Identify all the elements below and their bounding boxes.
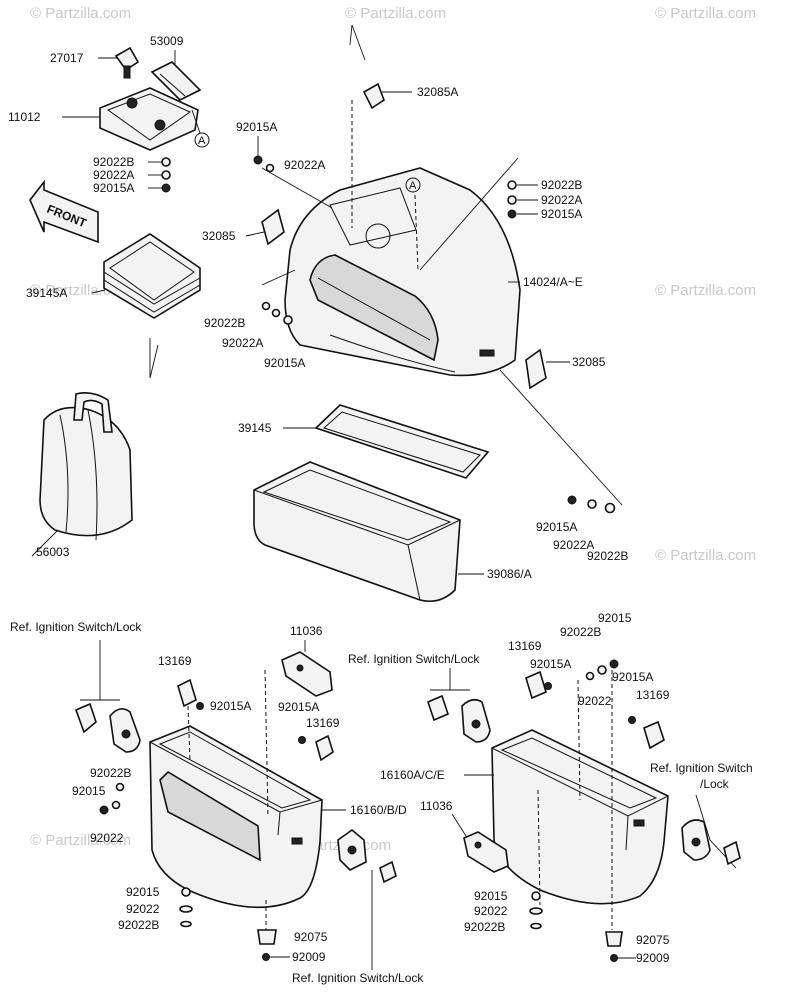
part-label: 13169: [636, 688, 670, 702]
part-label: 92022: [90, 831, 124, 845]
gasket-39145a: [91, 233, 201, 319]
watermark: © Partzilla.com: [655, 5, 756, 22]
part-label: 39086/A: [487, 567, 532, 581]
part-label: 92022A: [284, 158, 325, 172]
part-label: 39145: [238, 421, 272, 435]
clip-32085a: [362, 82, 412, 110]
part-label: 92075: [636, 933, 670, 947]
part-label: 92022B: [90, 766, 131, 780]
watermark: © Partzilla.com: [345, 5, 446, 22]
part-label: 14024/A~E: [523, 275, 583, 289]
part-label: 92015A: [264, 356, 305, 370]
part-label: 32085: [572, 355, 606, 369]
part-label: 13169: [158, 654, 192, 668]
part-label: 92009: [292, 950, 326, 964]
part-label: 92015: [72, 784, 106, 798]
part-label: 92015A: [536, 520, 577, 534]
part-label: 92022A: [541, 193, 582, 207]
part-label: 92022: [578, 694, 612, 708]
saddlebag-right: [464, 670, 669, 930]
ref-marker-a: A: [198, 135, 206, 147]
part-label: 92015: [126, 885, 160, 899]
part-label: 92015A: [612, 670, 653, 684]
part-label: 92015: [598, 611, 632, 625]
ref-ignition-label: Ref. Ignition Switch: [650, 761, 753, 775]
watermark: © Partzilla.com: [30, 5, 131, 22]
part-label: 92022: [474, 904, 508, 918]
part-label: 92015A: [541, 207, 582, 221]
ignition-lock-left: [74, 702, 141, 753]
saddlebag-left: [149, 669, 346, 909]
ref-marker-a: A: [409, 180, 417, 192]
part-label: 92015A: [210, 699, 251, 713]
ref-ignition-label: Ref. Ignition Switch/Lock: [292, 971, 424, 985]
part-label: 16160A/C/E: [380, 768, 445, 782]
part-label: 92022A: [553, 538, 594, 552]
part-label: 32085: [202, 229, 236, 243]
ref-ignition-label: Ref. Ignition Switch/Lock: [10, 620, 142, 634]
part-label: 92075: [294, 930, 328, 944]
bag-56003: [31, 392, 133, 557]
ref-ignition-label: /Lock: [700, 777, 730, 791]
part-label: 92022B: [560, 625, 601, 639]
part-label: 13169: [508, 639, 542, 653]
lock-cover-assembly: A: [62, 46, 210, 193]
part-label: 56003: [36, 545, 70, 559]
part-label: 92022B: [204, 316, 245, 330]
watermark: © Partzilla.com: [30, 832, 131, 849]
part-label: 13169: [306, 716, 340, 730]
watermark: © Partzilla.com: [655, 547, 756, 564]
part-label: 92015A: [93, 181, 134, 195]
part-label: 92022B: [93, 155, 134, 169]
part-label: 92022B: [587, 549, 628, 563]
trunk-cover-14024: A: [261, 100, 623, 506]
gasket-39145: [283, 404, 490, 479]
front-arrow-icon: FRONT: [29, 179, 99, 244]
part-label: 92015A: [236, 120, 277, 134]
part-label: 11012: [8, 110, 41, 124]
part-label: 92022B: [464, 920, 505, 934]
ignition-lock-right: [427, 694, 491, 743]
ignition-lock-bottom: [337, 828, 397, 970]
part-label: 92022B: [118, 918, 159, 932]
part-label: 92022A: [93, 168, 134, 182]
ignition-lock-far-right: [681, 819, 741, 866]
part-label: 92015A: [530, 657, 571, 671]
watermark: © Partzilla.com: [655, 282, 756, 299]
part-label: 39145A: [26, 286, 67, 300]
part-label: 92022B: [541, 178, 582, 192]
part-label: 11036: [420, 799, 453, 813]
part-label: 92015A: [278, 700, 319, 714]
liner-39086: [253, 461, 484, 603]
part-label: 92015: [474, 889, 508, 903]
part-label: 11036: [290, 624, 323, 638]
part-label: 32085A: [417, 85, 458, 99]
part-label: 92022: [126, 902, 160, 916]
part-label: 53009: [150, 34, 184, 48]
part-label: 92009: [636, 951, 670, 965]
part-label: 16160/B/D: [350, 803, 407, 817]
ref-ignition-label: Ref. Ignition Switch/Lock: [348, 652, 480, 666]
part-label: 92022A: [222, 336, 263, 350]
part-label: 27017: [50, 51, 84, 65]
